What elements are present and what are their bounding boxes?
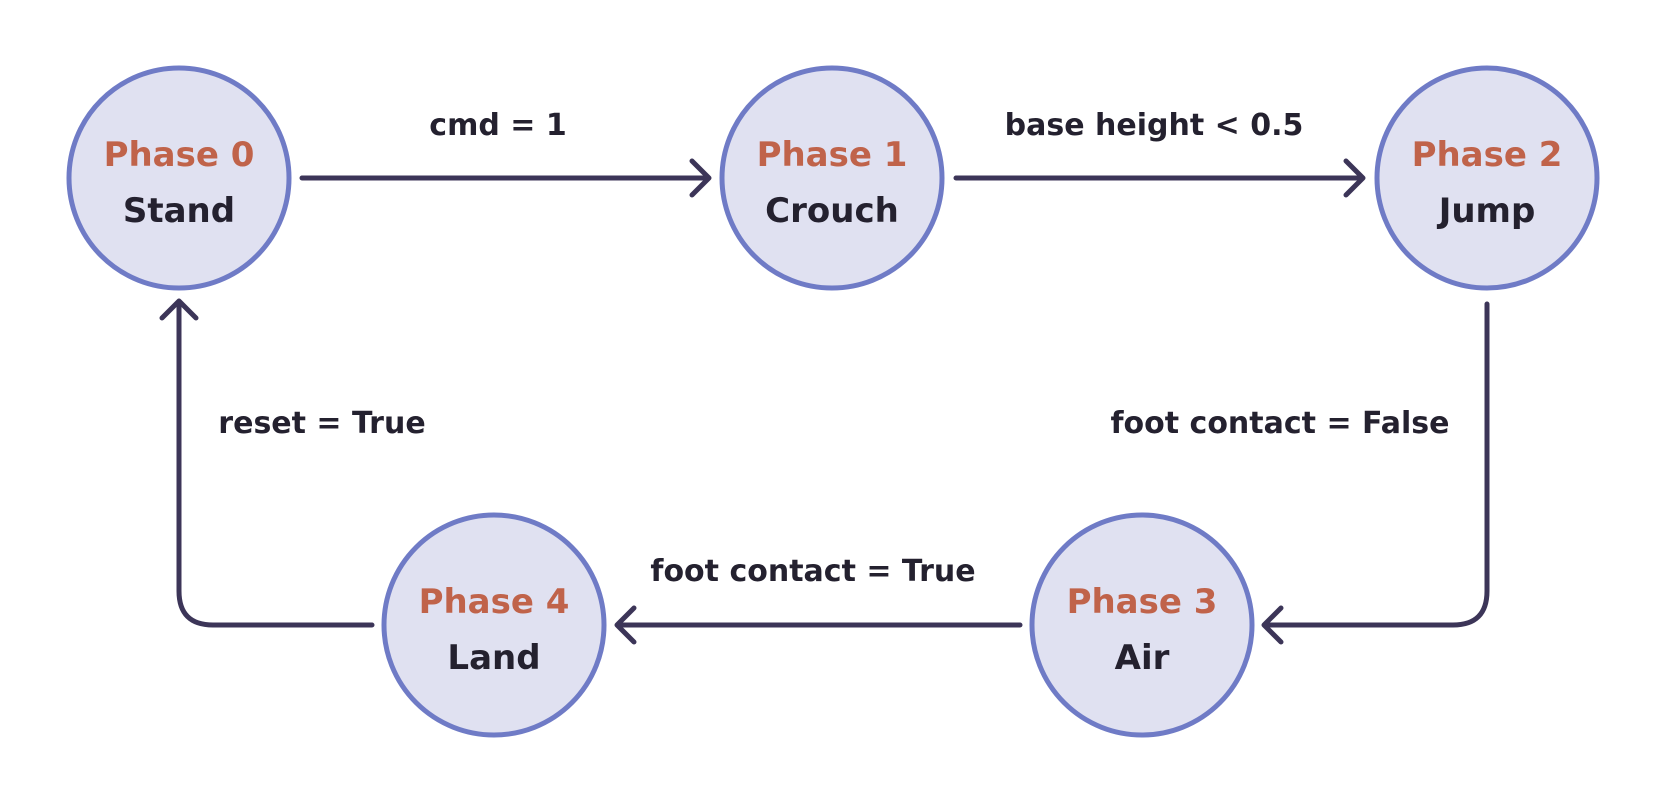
node-state-label: Jump [1437,191,1536,231]
node-state-label: Air [1115,638,1170,678]
arrow-head-icon [689,158,712,198]
node-circle [66,65,292,291]
nodes: Phase 0 Stand Phase 1 Crouch Phase 2 Jum… [66,65,1600,738]
node-phase-0: Phase 0 Stand [66,65,292,291]
node-phase-label: Phase 4 [419,582,570,622]
node-state-label: Crouch [765,191,899,231]
node-phase-label: Phase 2 [1412,135,1563,175]
node-circle [1374,65,1600,291]
node-phase-label: Phase 1 [757,135,908,175]
edge-phase0-to-phase1 [299,158,712,198]
arrow-head-icon [159,298,199,321]
edge-line [1262,301,1490,628]
edge-label-base-height: base height < 0.5 [1005,108,1304,143]
edge-label-foot-contact-false: foot contact = False [1110,406,1449,441]
edge-line [176,299,375,628]
edge-phase3-to-phase4 [614,605,1023,645]
node-state-label: Land [447,638,540,678]
edge-phase2-to-phase3 [1261,301,1490,645]
edge-phase4-to-phase0 [159,298,375,628]
arrow-head-icon [1343,158,1366,198]
node-state-label: Stand [123,191,235,231]
arrow-head-icon [1261,605,1284,645]
node-circle [719,65,945,291]
edge-label-cmd: cmd = 1 [429,108,566,143]
arrow-head-icon [614,605,637,645]
edge-label-foot-contact-true: foot contact = True [650,554,975,589]
node-phase-label: Phase 0 [104,135,255,175]
node-circle [381,512,607,738]
edge-labels: cmd = 1 base height < 0.5 foot contact =… [218,108,1449,589]
edge-phase1-to-phase2 [953,158,1366,198]
edge-label-reset: reset = True [218,406,425,441]
node-circle [1029,512,1255,738]
edges [159,158,1490,645]
node-phase-2: Phase 2 Jump [1374,65,1600,291]
node-phase-label: Phase 3 [1067,582,1218,622]
node-phase-1: Phase 1 Crouch [719,65,945,291]
node-phase-4: Phase 4 Land [381,512,607,738]
node-phase-3: Phase 3 Air [1029,512,1255,738]
